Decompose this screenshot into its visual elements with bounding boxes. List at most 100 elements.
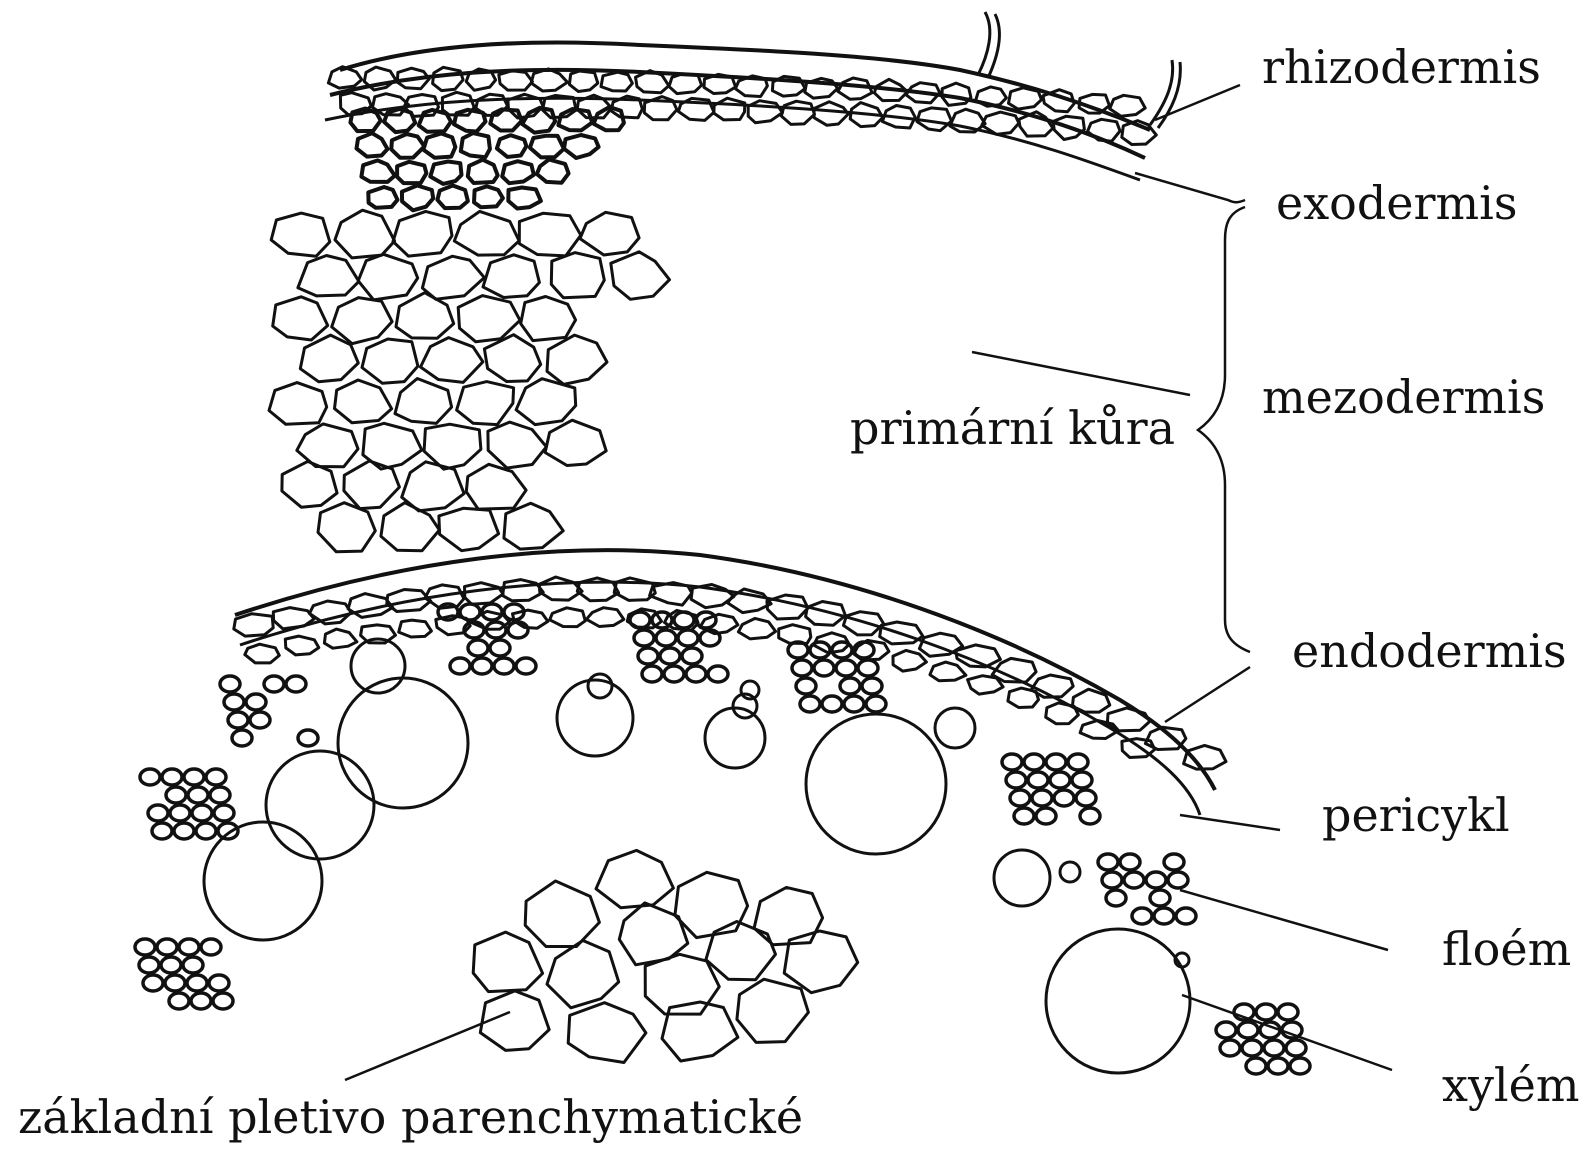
phloem-cell xyxy=(1242,1040,1262,1056)
rhizodermis-cell xyxy=(601,72,632,91)
label-endodermis: endodermis xyxy=(1292,628,1567,674)
phloem-cell xyxy=(1072,772,1092,788)
cortex-cell xyxy=(271,213,330,256)
phloem-cell xyxy=(1028,772,1048,788)
phloem-cell xyxy=(165,975,185,991)
phloem-cell xyxy=(468,640,488,656)
endodermis-cell xyxy=(1107,708,1150,731)
mezodermis-parenchyma xyxy=(269,210,670,552)
cortex-cell xyxy=(282,461,337,507)
exodermis-cell xyxy=(497,135,527,157)
phloem-cell xyxy=(166,787,186,803)
phloem-cell xyxy=(450,658,470,674)
phloem-cell xyxy=(228,712,248,728)
exodermis-dark-cells xyxy=(350,107,624,210)
cortex-cell xyxy=(504,503,563,549)
phloem-cell xyxy=(796,678,816,694)
endodermis-cell xyxy=(465,583,504,605)
exodermis-cell xyxy=(384,109,415,132)
exodermis-cell xyxy=(468,160,498,183)
phloem-cell xyxy=(866,696,886,712)
exodermis-cell xyxy=(502,161,534,183)
phloem-cell xyxy=(201,939,221,955)
phloem-cell xyxy=(218,823,238,839)
phloem-cell xyxy=(638,648,658,664)
leader-xylem xyxy=(1182,995,1392,1070)
phloem-cell xyxy=(210,787,230,803)
phloem-cell xyxy=(224,694,244,710)
phloem-cell xyxy=(630,612,650,628)
phloem-cell xyxy=(1002,754,1022,770)
ground-parenchyma xyxy=(473,850,858,1062)
phloem-cell xyxy=(1106,890,1126,906)
phloem-cell xyxy=(460,604,480,620)
phloem-cell xyxy=(1124,872,1144,888)
endodermis-cell xyxy=(806,602,846,626)
label-zakladni-pletivo: základní pletivo parenchymatické xyxy=(18,1094,803,1140)
phloem-cell xyxy=(840,678,860,694)
cortex-cell xyxy=(318,503,375,552)
phloem-cell xyxy=(183,957,203,973)
exodermis-cell xyxy=(357,133,388,156)
phloem-cell xyxy=(1216,1022,1236,1038)
leader-lines xyxy=(345,85,1392,1080)
label-pericykl: pericykl xyxy=(1322,792,1510,838)
phloem-cell xyxy=(1146,872,1166,888)
endodermis-cell xyxy=(539,577,582,600)
leader-primarni-kura xyxy=(972,352,1190,395)
leader-zakladni xyxy=(345,1012,510,1080)
phloem-cell xyxy=(1120,854,1140,870)
parenchyma-cell xyxy=(784,931,858,993)
phloem-cell xyxy=(174,823,194,839)
phloem-cell xyxy=(1246,1058,1266,1074)
exodermis-cell xyxy=(461,133,490,157)
phloem-cell xyxy=(184,769,204,785)
phloem-cell xyxy=(792,660,812,676)
endodermis-cell xyxy=(234,614,273,636)
phloem-cell xyxy=(286,676,306,692)
cortex-cell xyxy=(273,297,328,340)
leader-endodermis xyxy=(1165,667,1250,722)
endodermis-cell xyxy=(1031,675,1073,697)
parenchyma-cell xyxy=(525,881,599,947)
phloem-cell xyxy=(1068,754,1088,770)
phloem-cell xyxy=(642,666,662,682)
rhizodermis-cell xyxy=(569,71,597,92)
rhizodermis-cell xyxy=(1110,95,1146,116)
phloem-cell xyxy=(1046,754,1066,770)
parenchyma-cell xyxy=(662,1002,738,1061)
leader-floem xyxy=(1180,890,1388,950)
phloem-cell xyxy=(814,660,834,676)
phloem-cell xyxy=(162,769,182,785)
phloem-cell xyxy=(664,666,684,682)
phloem-cell xyxy=(1014,808,1034,824)
phloem-cell xyxy=(1164,854,1184,870)
phloem-cell xyxy=(196,823,216,839)
phloem-cell xyxy=(170,805,190,821)
label-floem: floém xyxy=(1442,926,1571,972)
phloem-cell xyxy=(674,612,694,628)
phloem-cell xyxy=(516,658,536,674)
phloem-cell xyxy=(490,640,510,656)
rhizodermis-cell xyxy=(433,67,464,90)
phloem-cell xyxy=(209,975,229,991)
leader-exodermis xyxy=(1135,173,1245,202)
label-primarni-kura: primární kůra xyxy=(850,405,1175,451)
label-mezodermis: mezodermis xyxy=(1262,374,1545,420)
pericycle-cell xyxy=(399,620,432,637)
rhizodermis-cell xyxy=(748,101,782,123)
cortex-cell xyxy=(402,462,464,511)
phloem-cell xyxy=(1290,1058,1310,1074)
cortex-cell xyxy=(483,255,539,298)
parenchyma-cell xyxy=(675,872,748,937)
parenchyma-cell xyxy=(473,932,542,992)
phloem-cell xyxy=(1176,908,1196,924)
cortex-cell xyxy=(335,380,392,423)
phloem-cell xyxy=(135,939,155,955)
phloem-cell xyxy=(686,666,706,682)
phloem-cell xyxy=(682,648,702,664)
phloem-cell xyxy=(822,696,842,712)
phloem-cell xyxy=(1102,872,1122,888)
parenchyma-cell xyxy=(568,1003,646,1063)
exodermis-cell xyxy=(368,187,397,208)
